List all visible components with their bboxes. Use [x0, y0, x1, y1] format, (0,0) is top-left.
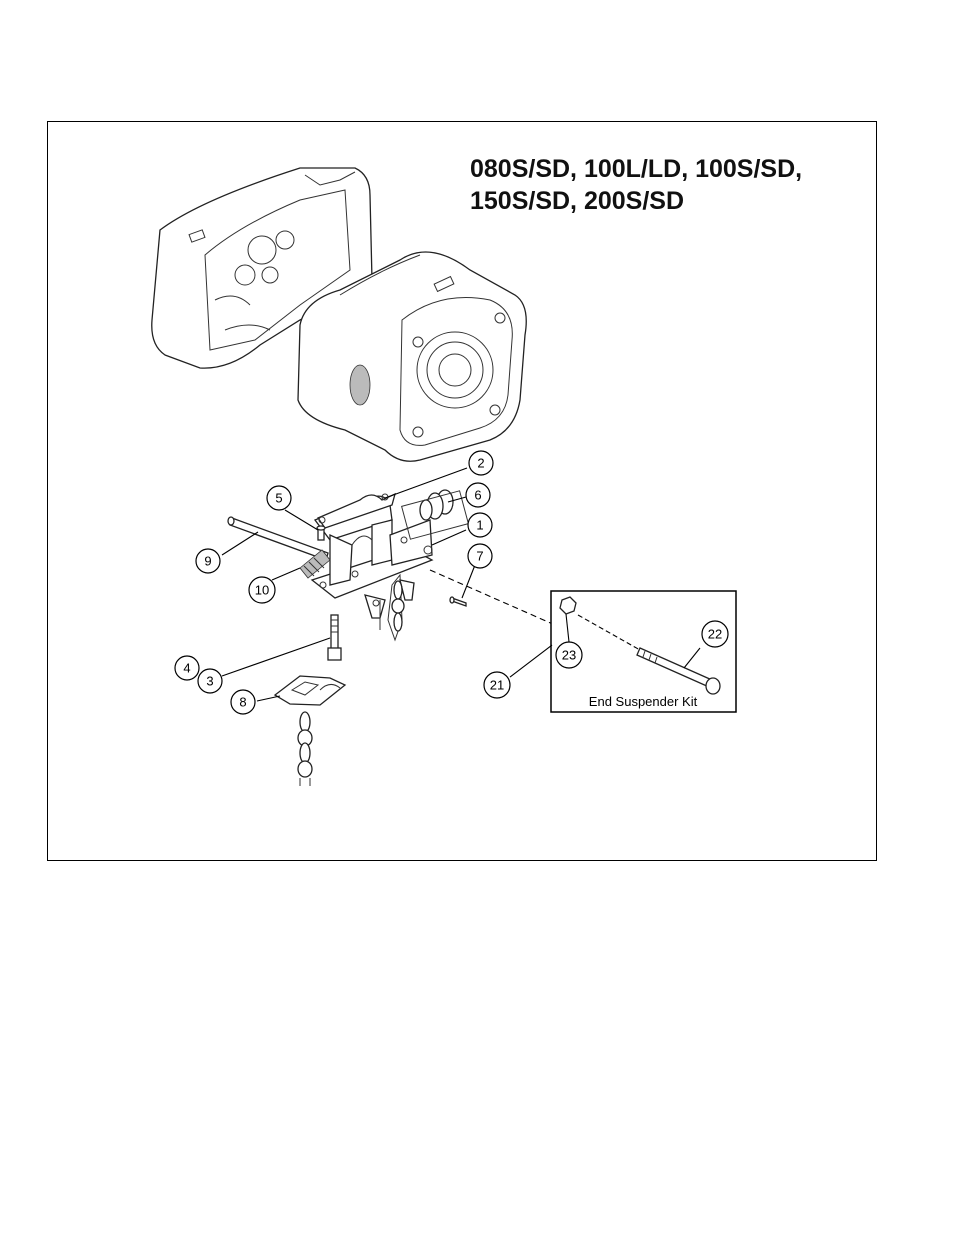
callout-8-label: 8	[239, 695, 246, 710]
front-gear-housing	[297, 251, 527, 462]
leader-3	[221, 637, 331, 677]
set-screw	[316, 525, 326, 541]
bolt	[327, 614, 342, 661]
suspension-shaft	[227, 516, 329, 561]
callout-21: 21	[483, 671, 511, 699]
callout-7: 7	[467, 543, 493, 569]
callout-10-label: 10	[255, 583, 269, 598]
leader-8	[256, 695, 281, 702]
callout-23-label: 23	[562, 648, 576, 663]
callout-9-label: 9	[204, 554, 211, 569]
leader-7	[461, 564, 476, 599]
kit-label: End Suspender Kit	[589, 694, 698, 709]
callout-3: 3	[197, 668, 223, 694]
model-title-line-2: 150S/SD, 200S/SD	[470, 187, 685, 215]
callout-22: 22	[701, 620, 729, 648]
callout-6-label: 6	[474, 488, 481, 503]
callout-3-label: 3	[206, 674, 213, 689]
spring	[299, 549, 331, 579]
callout-2: 2	[468, 450, 494, 476]
callout-5: 5	[266, 485, 292, 511]
callout-22-label: 22	[708, 627, 722, 642]
callout-21-label: 21	[490, 678, 504, 693]
bushing	[401, 489, 469, 540]
model-title-line-1: 080S/SD, 100L/LD, 100S/SD,	[470, 155, 803, 183]
pin	[449, 596, 467, 607]
callout-9: 9	[195, 548, 221, 574]
callout-6: 6	[465, 482, 491, 508]
rear-housing-cover	[151, 167, 373, 369]
callout-8: 8	[230, 689, 256, 715]
callout-2-label: 2	[477, 456, 484, 471]
callout-4: 4	[174, 655, 200, 681]
callout-10: 10	[248, 576, 276, 604]
leader-2	[384, 467, 468, 499]
callout-1-label: 1	[476, 518, 483, 533]
leader-10	[271, 567, 301, 581]
leader-21	[509, 644, 553, 678]
load-chain	[297, 711, 313, 786]
callout-7-label: 7	[476, 549, 483, 564]
upper-clamp	[317, 492, 396, 529]
leader-5	[284, 509, 319, 531]
leader-9	[221, 531, 259, 556]
model-title: 080S/SD, 100L/LD, 100S/SD, 150S/SD, 200S…	[470, 153, 802, 217]
load-chain-upper	[391, 580, 405, 632]
callout-23: 23	[555, 641, 583, 669]
figure-frame	[47, 121, 877, 861]
callout-4-label: 4	[183, 661, 190, 676]
leader-6	[447, 496, 467, 503]
callout-5-label: 5	[275, 491, 282, 506]
kit-alignment-line	[429, 569, 556, 626]
chain-anchor	[273, 675, 347, 706]
leader-22	[683, 647, 701, 669]
leader-1	[431, 529, 467, 546]
leader-23	[565, 613, 570, 643]
callout-1: 1	[467, 512, 493, 538]
